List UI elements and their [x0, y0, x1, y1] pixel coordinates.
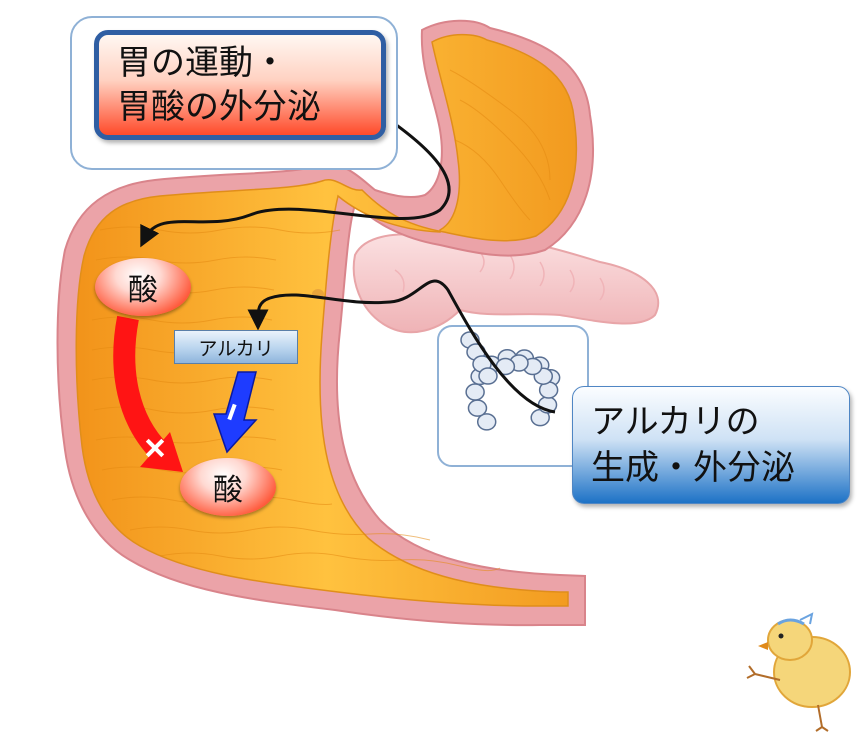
alkali-tag: アルカリ [174, 330, 298, 364]
stomach-callout-line1: 胃の運動・ [117, 43, 287, 83]
blue-arrow [212, 371, 258, 454]
flow-line-pancreas [247, 279, 556, 414]
block-cross-icon [144, 437, 166, 459]
pancreas-callout-line2: 生成・外分泌 [591, 448, 795, 488]
pancreas-callout-label: アルカリの 生成・外分泌 [572, 386, 850, 504]
acid-top-label: 酸 [128, 273, 158, 308]
acinus-cell [465, 383, 485, 401]
acid-bottom-label: 酸 [213, 473, 243, 508]
acid-bubble-top: 酸 [95, 258, 191, 316]
pancreas-callout-line1: アルカリの [591, 402, 760, 442]
acid-bubble-bottom: 酸 [180, 458, 276, 516]
flow-line-stomach [140, 108, 451, 248]
acinus-cell [467, 399, 488, 417]
acinus-cell [478, 367, 498, 385]
alkali-tag-label: アルカリ [198, 337, 274, 360]
chick-doodle [746, 612, 851, 732]
acinus-inset [437, 325, 589, 467]
stomach-callout-line2: 胃酸の外分泌 [117, 87, 321, 127]
stomach-callout-label: 胃の運動・ 胃酸の外分泌 [94, 30, 386, 140]
acinus-cell [476, 413, 497, 431]
